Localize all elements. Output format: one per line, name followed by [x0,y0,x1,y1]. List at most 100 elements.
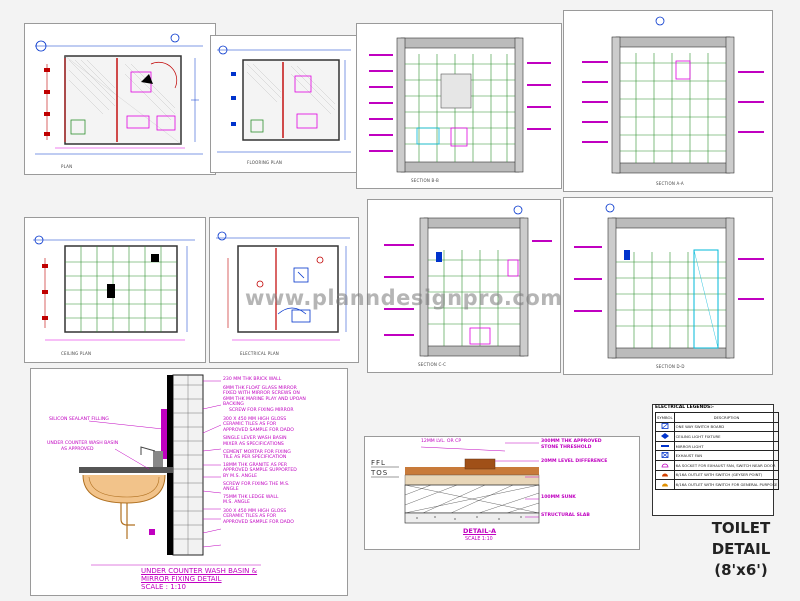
wb-label-9: SINGLE LEVER WASH BASIN [223,436,287,442]
legend-row: 6A SOCKET FOR EXHAUST FAN, SWITCH NEAR D… [655,459,780,471]
legend-row: 6/16A OUTLET WITH SWITCH (GEYSER POINT) [655,469,780,481]
geyser-outlet-icon [655,469,675,481]
sheet-title-line1: TOILET [711,519,771,537]
washbasin-caption: UNDER COUNTER WASH BASIN & MIRROR FIXING… [141,567,257,591]
electrical-plan-panel: ELECTRICAL PLAN [209,217,359,363]
wb-label-14: APPROVED SAMPLE SUPPORTED [223,468,297,474]
section-bb-drawing [369,37,551,173]
legend-row-label: EXHAUST FAN [673,450,780,461]
detail-a-slab-label: STRUCTURAL SLAB [541,513,590,518]
ceiling-plan-caption: CEILING PLAN [61,351,92,356]
wb-label-12: TILE AS PER SPECIFICATION [223,455,287,461]
detail-a-threshold-label-1: 300MM THK APPROVED [541,439,602,444]
wb-label-17: ANGLE [223,487,239,493]
wb-label-13: 18MM THK GRANITE AS PER [223,462,288,468]
section-aa-drawing [582,16,764,174]
wb-label-1: 6MM THK FLOAT GLASS MIRROR [223,385,297,391]
wb-label-16: SCREW FOR FIXING THE M.S. [223,481,290,487]
electrical-legend: ELECTRICAL LEGENDS:- SYMBOL DESCRIPTION … [652,404,780,516]
legend-row-label: 6/16A OUTLET WITH SWITCH (GEYSER POINT) [673,469,780,481]
washbasin-drawing [79,374,261,566]
legend-header-row: SYMBOL DESCRIPTION [655,412,780,423]
legend-row-label: MIRROR LIGHT [673,440,780,452]
ceiling-light-icon [655,431,675,442]
wb-label-22: APPROVED SAMPLE FOR DADO [223,520,294,526]
detail-a-panel: 12MM LVL. OR CP FFL TOS 300MM THK APPROV… [364,436,640,550]
general-outlet-icon [655,479,675,490]
detail-a-tos-label: TOS [371,469,389,477]
wb-label-20: 300 X 450 MM HIGH GLOSS [223,508,287,514]
legend-row: CEILING LIGHT FIXTURE [655,431,780,442]
wb-label-15: BY M.S. ANGLE [223,473,258,479]
sheet-title: TOILET DETAIL (8'x6') [706,518,776,581]
wb-label-5: SCREW FOR FIXING MIRROR [229,407,294,413]
wb-label-4: BACKING [223,402,244,408]
wb-label-7: CERAMIC TILES AS FOR [223,422,277,428]
detail-a-top-label: 12MM LVL. OR CP [421,439,462,444]
sheet-title-line3: (8'x6') [714,561,768,579]
washbasin-left-label-1: SILICON SEALANT FILLING [49,417,109,422]
wb-label-19: M.S. ANGLE [223,500,250,506]
wb-label-6: 300 X 450 MM HIGH GLOSS [223,416,287,422]
detail-a-ffl-label: FFL [371,459,386,467]
detail-a-title: DETAIL-A [463,527,497,535]
legend-col-symbol: SYMBOL [655,412,675,423]
section-dd-drawing [574,203,764,359]
legend-col-description: DESCRIPTION [673,412,780,423]
detail-a-drawing [371,442,540,524]
section-dd-panel: SECTION D-D [563,197,773,375]
detail-a-level-label: 20MM LEVEL DIFFERENCE [541,459,608,464]
legend-row: 6/16A OUTLET WITH SWITCH FOR GENERAL PUR… [655,479,780,490]
section-dd-caption: SECTION D-D [656,364,685,369]
section-bb-panel: SECTION B-B [356,23,562,189]
legend-row: EXHAUST FAN [655,450,780,461]
socket-icon [655,459,675,471]
legend-row: MIRROR LIGHT [655,440,780,452]
switch-board-icon [655,421,675,433]
legend-row-label: 6A SOCKET FOR EXHAUST FAN, SWITCH NEAR D… [673,459,780,471]
plan-panel: PLAN [24,23,216,175]
electrical-plan-caption: ELECTRICAL PLAN [240,351,279,356]
washbasin-left-label-3: AS APPROVED [61,447,94,452]
washbasin-caption-line3: SCALE : 1:10 [141,583,186,591]
section-aa-caption: SECTION A-A [656,181,684,186]
sheet-title-line2: DETAIL [711,540,771,558]
legend-row: ONE WAY SWITCH BOARD [655,421,780,433]
legend-inner: ELECTRICAL LEGENDS:- SYMBOL DESCRIPTION … [653,405,780,513]
section-cc-caption: SECTION C-C [418,362,447,367]
wb-label-18: 75MM THK LEDGE WALL [223,494,279,500]
washbasin-caption-line2: MIRROR FIXING DETAIL [141,575,222,583]
wb-label-10: MIXER AS SPECIFICATIONS [223,441,284,447]
wb-label-2: FIXED WITH MIRROR SCREWS ON [223,391,300,397]
ceiling-plan-panel: CEILING PLAN [24,217,206,363]
legend-row-label: ONE WAY SWITCH BOARD [673,421,780,433]
wb-label-8: APPROVED SAMPLE FOR DADO [223,427,294,433]
detail-a-sunk-label: 100MM SUNK [541,495,576,500]
legend-heading: ELECTRICAL LEGENDS:- [655,405,714,410]
watermark: www.planndesignpro.com [245,286,563,310]
section-aa-panel: SECTION A-A [563,10,773,192]
exhaust-fan-icon [655,450,675,461]
plan-drawing [35,33,203,155]
washbasin-left-label-2: UNDER COUNTER WASH BASIN [47,441,119,446]
section-bb-caption: SECTION B-B [411,178,439,183]
plan-caption: PLAN [61,164,73,169]
flooring-plan-drawing [217,45,351,153]
washbasin-right-labels: 230 MM THK BRICK WALL 6MM THK FLOAT GLAS… [223,377,306,526]
wb-label-21: CERAMIC TILES AS FOR [223,514,277,520]
ceiling-plan-drawing [33,235,195,341]
detail-a-scale: SCALE 1:10 [465,537,493,542]
washbasin-caption-line1: UNDER COUNTER WASH BASIN & [141,567,258,575]
section-cc-panel: SECTION C-C [367,199,561,373]
section-cc-drawing [384,205,552,357]
flooring-plan-caption: FLOORING PLAN [247,160,283,165]
washbasin-detail-panel: SILICON SEALANT FILLING UNDER COUNTER WA… [30,368,348,596]
legend-row-label: 6/16A OUTLET WITH SWITCH FOR GENERAL PUR… [673,479,780,490]
flooring-plan-panel: FLOORING PLAN [210,35,358,173]
legend-row-label: CEILING LIGHT FIXTURE [673,431,780,442]
electrical-plan-drawing [216,231,350,341]
wb-label-3: 6MM THK MARINE PLAY AND UPOAN [223,396,306,402]
detail-a-threshold-label-2: STONE THRESHOLD [541,445,592,450]
wb-label-0: 230 MM THK BRICK WALL [223,377,282,382]
